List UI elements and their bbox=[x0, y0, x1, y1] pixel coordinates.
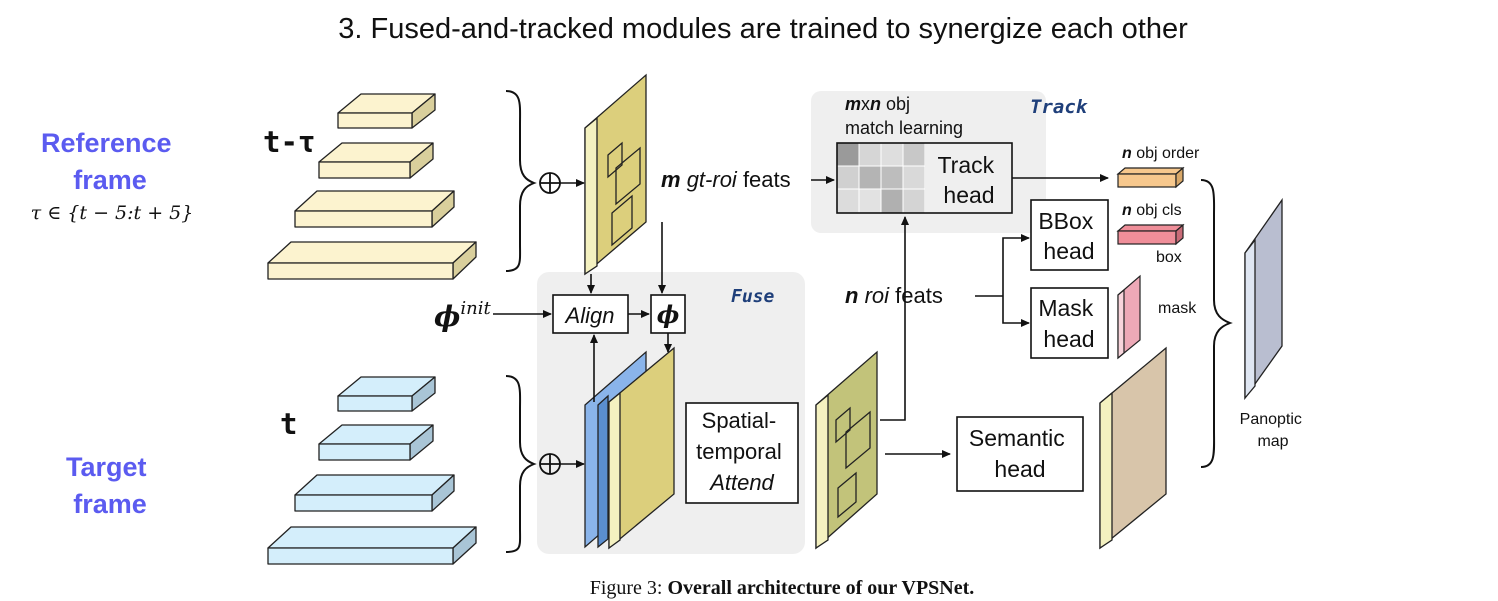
mask-head-box bbox=[1030, 287, 1109, 359]
match-learning-label-2: match learning bbox=[845, 118, 963, 138]
roi-to-bbox-arrow bbox=[1002, 234, 1030, 296]
obj-cls-label: n obj cls bbox=[1122, 202, 1182, 219]
roi-to-mask-arrow bbox=[1002, 296, 1030, 327]
match-matrix bbox=[836, 142, 926, 214]
match-learning-label: mxn obj bbox=[845, 94, 910, 114]
obj-order-label: n obj order bbox=[1122, 145, 1200, 162]
tgt-slab-1 bbox=[267, 526, 477, 565]
obj-cls-bar bbox=[1116, 223, 1185, 246]
ref-slab-1 bbox=[267, 241, 477, 280]
target-feature-maps bbox=[584, 346, 675, 550]
panoptic-label: Panoptic map bbox=[1240, 411, 1307, 450]
semantic-head-label: Semantic head bbox=[969, 425, 1071, 482]
tgt-slab-3 bbox=[318, 424, 434, 461]
fuse-label: Fuse bbox=[731, 286, 775, 307]
box-label: box bbox=[1156, 249, 1182, 266]
phi-box bbox=[650, 294, 686, 334]
ref-slab-3 bbox=[318, 142, 434, 179]
obj-order-bar bbox=[1116, 166, 1185, 189]
track-head-label: Track head bbox=[937, 152, 1000, 208]
target-frame-label: Target frame bbox=[66, 452, 154, 519]
figure-title: 3. Fused-and-tracked modules are trained… bbox=[338, 13, 1188, 45]
n-roi-feats-label: n roi feats bbox=[845, 283, 943, 308]
attend-label: Spatial- temporal Attend bbox=[696, 408, 788, 495]
track-label: Track bbox=[1030, 96, 1089, 118]
reference-fpn-pyramid bbox=[267, 93, 477, 280]
semantic-head-box bbox=[956, 416, 1084, 492]
bbox-head-label: BBox head bbox=[1038, 208, 1099, 264]
gt-roi-feats-label: m gt-roi feats bbox=[661, 167, 791, 192]
output-brace bbox=[1200, 179, 1233, 468]
roi-to-track-arrow bbox=[880, 216, 909, 421]
mask-output-label: mask bbox=[1158, 300, 1197, 317]
phi-init: ϕinit bbox=[434, 298, 491, 333]
reference-feature-map bbox=[584, 73, 647, 276]
t-label: t bbox=[280, 407, 297, 441]
align-box bbox=[552, 294, 629, 334]
mask-output bbox=[1117, 274, 1141, 360]
ref-slab-4 bbox=[337, 93, 436, 129]
semantic-output-map bbox=[1099, 346, 1167, 550]
roi-feature-map bbox=[815, 350, 878, 550]
mask-head-label: Mask head bbox=[1038, 295, 1099, 352]
align-label: Align bbox=[564, 303, 615, 328]
tgt-slab-2 bbox=[294, 474, 455, 512]
tgt-slab-4 bbox=[337, 376, 436, 412]
ref-slab-2 bbox=[294, 190, 455, 228]
tgt-brace bbox=[505, 375, 537, 553]
attend-box bbox=[685, 402, 799, 504]
target-fpn-pyramid bbox=[267, 376, 477, 565]
ref-brace bbox=[505, 90, 537, 272]
ref-sum-icon bbox=[539, 172, 561, 194]
figure-caption: Figure 3: Overall architecture of our VP… bbox=[590, 577, 975, 599]
tgt-sum-icon bbox=[539, 453, 561, 475]
tau-range: τ ∈ {t − 5:t + 5} bbox=[31, 202, 194, 224]
reference-frame-label: Reference frame bbox=[41, 128, 179, 195]
phi-label: ϕ bbox=[657, 300, 680, 329]
panoptic-map bbox=[1244, 197, 1283, 401]
t-minus-tau-label: t-τ bbox=[263, 125, 315, 159]
bbox-head-box bbox=[1030, 199, 1109, 271]
